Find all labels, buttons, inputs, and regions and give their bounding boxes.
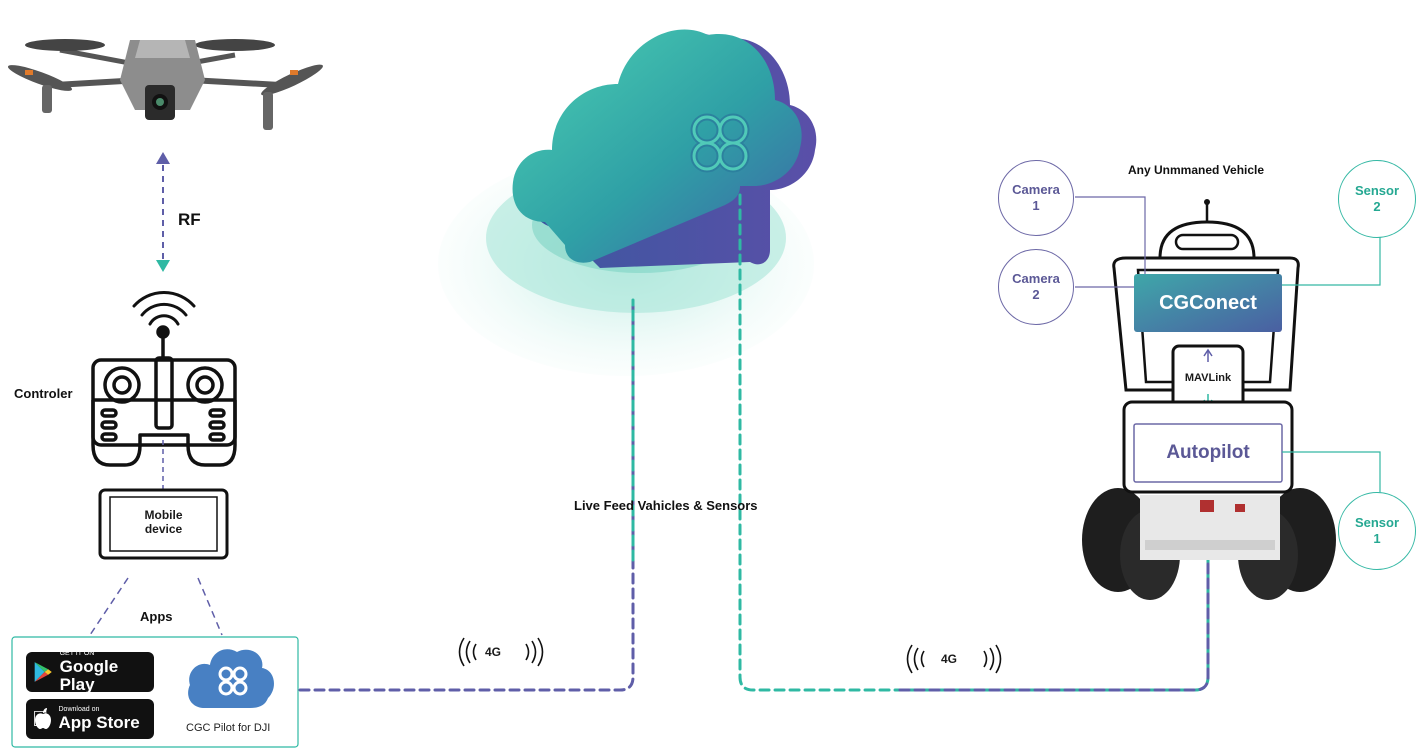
google-play-big: Google Play [59, 657, 119, 694]
google-play-badge[interactable]: GET IT ON Google Play [26, 650, 154, 694]
app-store-small: Download on [42, 706, 100, 713]
sensor-1-line2: 1 [1373, 531, 1381, 546]
sensor-2-node: Sensor 2 [1338, 160, 1416, 238]
mobile-device-icon [98, 488, 229, 560]
camera-2-line1: Camera [1012, 271, 1060, 286]
camera-1-line2: 1 [1032, 198, 1040, 213]
mobile-device-label: Mobile device [110, 508, 217, 536]
drone-icon [7, 39, 323, 130]
google-play-small: GET IT ON [59, 650, 95, 657]
camera-2-node: Camera 2 [998, 249, 1074, 325]
apps-label: Apps [140, 609, 173, 624]
google-play-icon [34, 662, 52, 682]
vehicle-title: Any Unmmaned Vehicle [1128, 163, 1265, 177]
controller-label: Controler [14, 386, 73, 401]
camera-1-line1: Camera [1012, 182, 1060, 197]
rf-label: RF [178, 210, 201, 229]
camera-2-line2: 2 [1032, 287, 1040, 302]
controller-icon [91, 325, 237, 467]
mobile-device-label-line2: device [144, 522, 183, 536]
rf-link [156, 152, 170, 272]
sensor-links [1075, 196, 1381, 492]
camera-1-node: Camera 1 [998, 160, 1074, 236]
app-store-big: App Store [42, 713, 140, 732]
apple-shape-icon [34, 708, 51, 729]
cgc-pilot-logo [188, 649, 274, 708]
4g-right-label: 4G [941, 652, 958, 666]
autopilot-label: Autopilot [1166, 442, 1250, 463]
signal-4g-left-icon [458, 637, 544, 667]
sensor-1-line1: Sensor [1354, 515, 1400, 530]
mavlink-label: MAVLink [1184, 372, 1232, 384]
rover-icon [1082, 199, 1336, 600]
network-links [298, 193, 1210, 692]
sensor-2-line1: Sensor [1354, 183, 1400, 198]
sensor-2-line2: 2 [1373, 199, 1381, 214]
sensor-1-node: Sensor 1 [1338, 492, 1416, 570]
4g-left-label: 4G [485, 645, 502, 659]
cloud-icon [512, 29, 817, 268]
app-store-badge[interactable]:  Download on App Store [26, 699, 154, 739]
cgconect-label: CGConect [1159, 291, 1257, 314]
signal-icon [132, 291, 196, 326]
cgc-pilot-label[interactable]: CGC Pilot for DJI [186, 722, 271, 734]
apps-links [89, 577, 223, 636]
live-feed-label: Live Feed Vahicles & Sensors [574, 498, 758, 513]
signal-4g-right-icon [906, 644, 1002, 674]
mobile-device-label-line1: Mobile [144, 508, 183, 522]
